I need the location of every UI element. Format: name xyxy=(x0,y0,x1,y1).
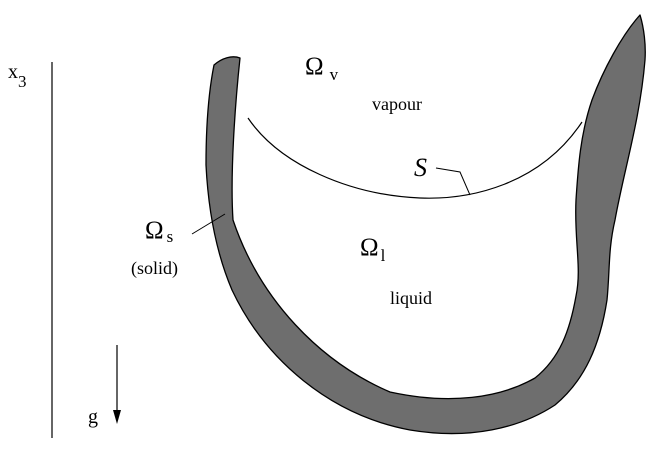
gravity-label: g xyxy=(88,406,98,428)
vapour-label: vapour xyxy=(372,94,422,114)
x3-axis-label: x3 xyxy=(8,61,27,91)
solid-container-wall xyxy=(205,14,646,435)
free-surface-curve xyxy=(247,117,583,199)
liquid-label: liquid xyxy=(390,288,432,308)
surface-s-label: S xyxy=(414,153,427,182)
omega-s-leader-line xyxy=(191,213,226,235)
gravity-arrow-head xyxy=(113,410,121,424)
solid-label: (solid) xyxy=(131,258,178,279)
surface-s-leader-line xyxy=(435,167,471,196)
